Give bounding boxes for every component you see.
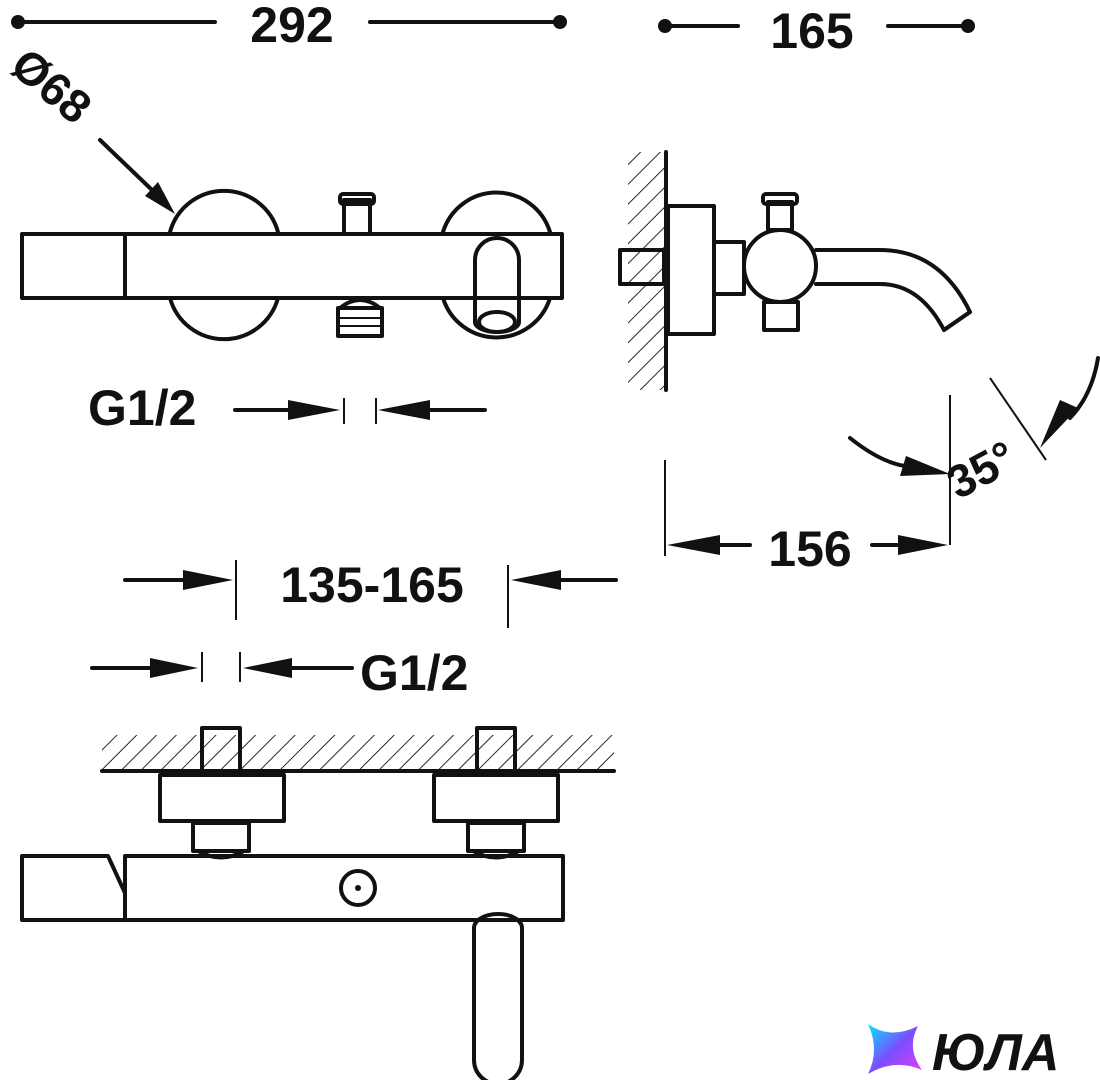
dimension-spout-angle: 35°	[848, 356, 1100, 545]
dimension-projection: 165	[658, 3, 975, 59]
dimension-projection-label: 165	[770, 3, 853, 59]
dimension-rosette-diameter-label: Ø68	[2, 38, 102, 134]
plan-view-mixer	[20, 726, 616, 1080]
dimension-centers-range: 135-165	[123, 557, 618, 628]
dimension-spout-reach: 156	[664, 460, 948, 577]
dimension-overall-width: 292	[11, 0, 567, 53]
dimension-inlet-thread-bottom: G1/2	[90, 645, 468, 701]
brand-logo-text: ЮЛА	[932, 1024, 1059, 1080]
brand-logo-icon	[868, 1024, 922, 1074]
side-view-mixer	[618, 150, 972, 392]
dimension-spout-angle-label: 35°	[938, 430, 1024, 509]
dimension-inlet-thread-bottom-label: G1/2	[360, 645, 468, 701]
dimension-inlet-thread-top: G1/2	[88, 380, 487, 436]
dimension-spout-reach-label: 156	[768, 521, 851, 577]
dimension-centers-range-label: 135-165	[280, 557, 464, 613]
dimension-inlet-thread-top-label: G1/2	[88, 380, 196, 436]
dimension-overall-width-label: 292	[250, 0, 333, 53]
dimension-rosette-diameter: Ø68	[2, 38, 175, 214]
brand-logo: ЮЛА	[868, 1024, 1059, 1080]
front-view-mixer	[20, 188, 564, 342]
